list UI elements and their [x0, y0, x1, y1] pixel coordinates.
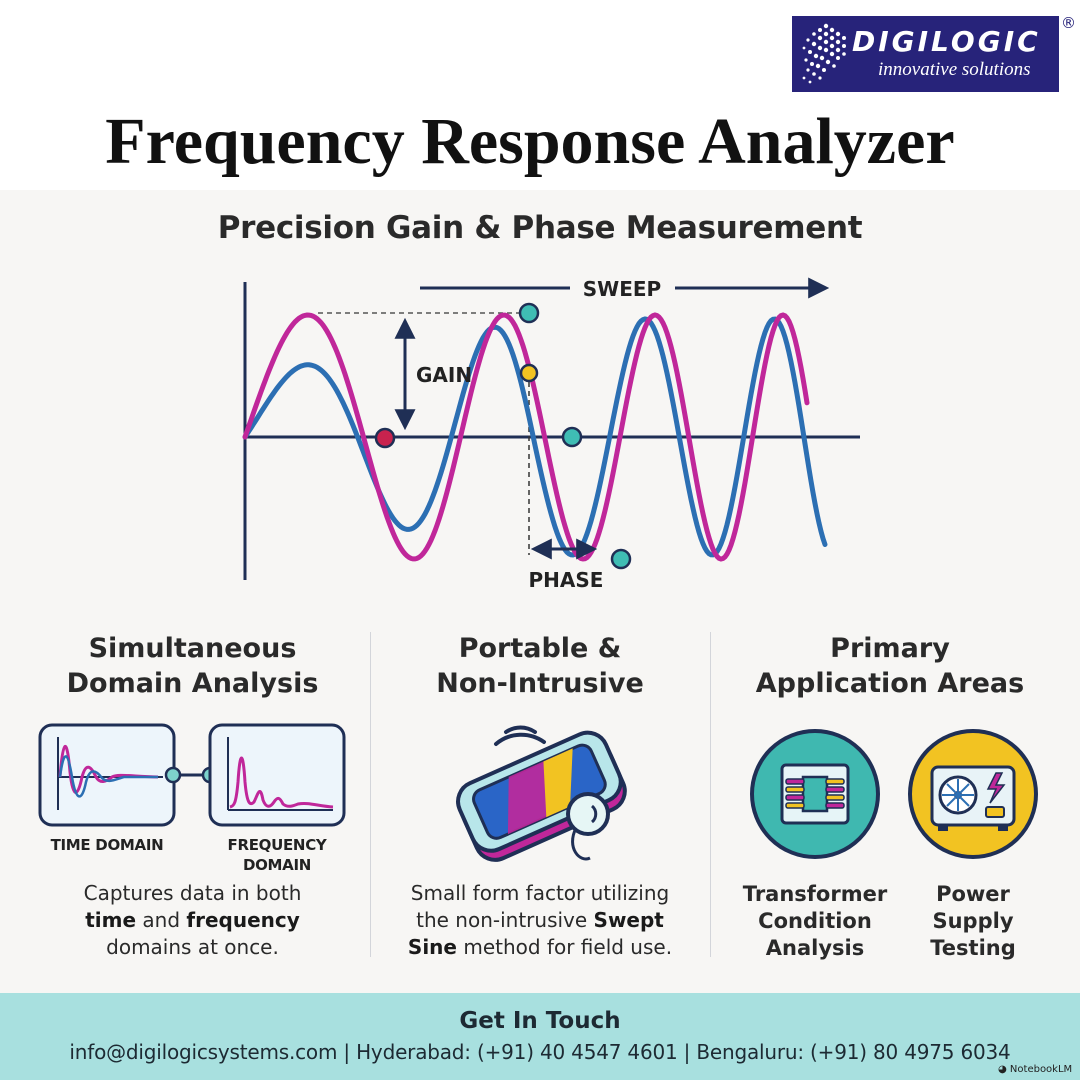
logo-tagline: innovative solutions — [878, 59, 1031, 80]
signal-wave-outer-icon — [494, 732, 546, 746]
frequency-spectrum-trace — [229, 756, 334, 809]
power-supply-icon — [908, 729, 1038, 859]
device-screen-highlight — [543, 748, 573, 818]
power-supply-foot-left — [938, 825, 948, 831]
power-label-line2: Supply — [932, 909, 1014, 933]
frequency-domain-label: FREQUENCY DOMAIN — [210, 835, 344, 875]
sweep-label: SWEEP — [583, 277, 661, 301]
signal-wave-icon — [504, 725, 537, 734]
column-divider-1 — [370, 632, 371, 957]
trough-marker — [610, 548, 632, 570]
notebooklm-icon: ◕ — [998, 1064, 1007, 1075]
portable-desc-swept: Swept — [593, 908, 664, 932]
signal-a-wave — [242, 312, 810, 562]
domain-desc-line1: Captures data in both — [83, 881, 302, 905]
sensor-cable — [571, 827, 591, 861]
sensor-button-icon — [566, 792, 610, 836]
portable-desc-method: method for field use. — [456, 935, 673, 959]
gain-label: GAIN — [416, 363, 472, 387]
domain-link-node-1 — [164, 766, 182, 784]
portable-title-line2: Non-Intrusive — [436, 668, 644, 699]
applications-title-line2: Application Areas — [755, 668, 1025, 699]
domain-analysis-description: Captures data in both time and frequency… — [20, 880, 365, 961]
application-areas-title: Primary Application Areas — [720, 631, 1060, 701]
power-supply-testing-label: Power Supply Testing — [900, 881, 1046, 962]
portable-description: Small form factor utilizing the non-intr… — [380, 880, 700, 961]
frequency-label-line2: DOMAIN — [242, 856, 312, 874]
logo-dot-pattern-icon — [802, 23, 846, 84]
portable-desc-line3: Sine method for field use. — [380, 934, 700, 961]
domain-analysis-title: Simultaneous Domain Analysis — [25, 631, 360, 701]
domain-analysis-illustration — [38, 723, 346, 827]
coil-left-4 — [785, 802, 805, 809]
portable-desc-line1: Small form factor utilizing — [410, 881, 670, 905]
phase-label: PHASE — [529, 568, 604, 592]
sensor-wave-icon — [590, 804, 598, 824]
coil-left-1 — [785, 778, 805, 785]
portable-desc-sine: Sine — [407, 935, 457, 959]
domain-desc-line3: domains at once. — [106, 935, 279, 959]
power-supply-foot-right — [998, 825, 1008, 831]
notebooklm-watermark: ◕ NotebookLM — [998, 1064, 1072, 1075]
domain-title-line2: Domain Analysis — [66, 668, 319, 699]
page-title: Frequency Response Analyzer — [105, 105, 955, 178]
time-domain-label: TIME DOMAIN — [50, 836, 164, 854]
contact-footer — [0, 993, 1080, 1080]
time-domain-blue-trace — [58, 755, 158, 798]
transformer-analysis-label: Transformer Condition Analysis — [730, 881, 900, 962]
domain-desc-time: time — [85, 908, 137, 932]
diagram-subtitle: Precision Gain & Phase Measurement — [217, 210, 863, 246]
domain-desc-frequency: frequency — [186, 908, 300, 932]
device-screen-gradient — [507, 756, 555, 835]
domain-desc-line2: time and frequency — [20, 907, 365, 934]
transformer-label-line2: Condition — [758, 909, 872, 933]
coil-left-3 — [785, 794, 805, 801]
transformer-core-gap — [801, 775, 829, 813]
gain-phase-diagram: SWEEP GAIN PHASE — [242, 277, 860, 592]
footer-contact-info: info@digilogicsystems.com | Hyderabad: (… — [69, 1040, 1011, 1064]
portable-device-icon — [456, 725, 627, 862]
column-divider-2 — [710, 632, 711, 957]
signal-b-wave — [242, 316, 828, 558]
frequency-domain-panel — [208, 723, 346, 827]
peak-marker — [518, 302, 540, 324]
power-supply-indicator — [985, 806, 1005, 818]
coil-right-2 — [825, 786, 845, 793]
transformer-label-line3: Analysis — [765, 936, 865, 960]
zero-marker — [561, 426, 583, 448]
crossing-marker — [374, 427, 396, 449]
watermark-text: NotebookLM — [1009, 1064, 1073, 1075]
footer-heading: Get In Touch — [459, 1008, 621, 1034]
logo-brand-text: DIGILOGIC — [852, 25, 1041, 58]
power-label-line3: Testing — [930, 936, 1016, 960]
portable-desc-line2: the non-intrusive Swept — [380, 907, 700, 934]
portable-title-line1: Portable & — [458, 633, 622, 664]
frequency-label-line1: FREQUENCY — [227, 836, 327, 854]
power-label-line1: Power — [936, 882, 1010, 906]
portable-title: Portable & Non-Intrusive — [380, 631, 700, 701]
portable-desc-nonintrusive: the non-intrusive — [416, 908, 594, 932]
coil-right-4 — [825, 802, 845, 809]
coil-left-2 — [785, 786, 805, 793]
lightning-bolt-icon — [986, 772, 1006, 804]
coil-right-3 — [825, 794, 845, 801]
transformer-icon — [750, 729, 880, 859]
applications-title-line1: Primary — [830, 633, 950, 664]
registered-mark: ® — [1061, 14, 1076, 32]
domain-desc-and: and — [136, 908, 187, 932]
digilogic-logo: DIGILOGIC innovative solutions — [792, 16, 1059, 92]
coil-right-1 — [825, 778, 845, 785]
domain-title-line1: Simultaneous — [88, 633, 297, 664]
gain-marker — [519, 363, 539, 383]
transformer-label-line1: Transformer — [742, 882, 888, 906]
fan-blades — [942, 779, 974, 811]
